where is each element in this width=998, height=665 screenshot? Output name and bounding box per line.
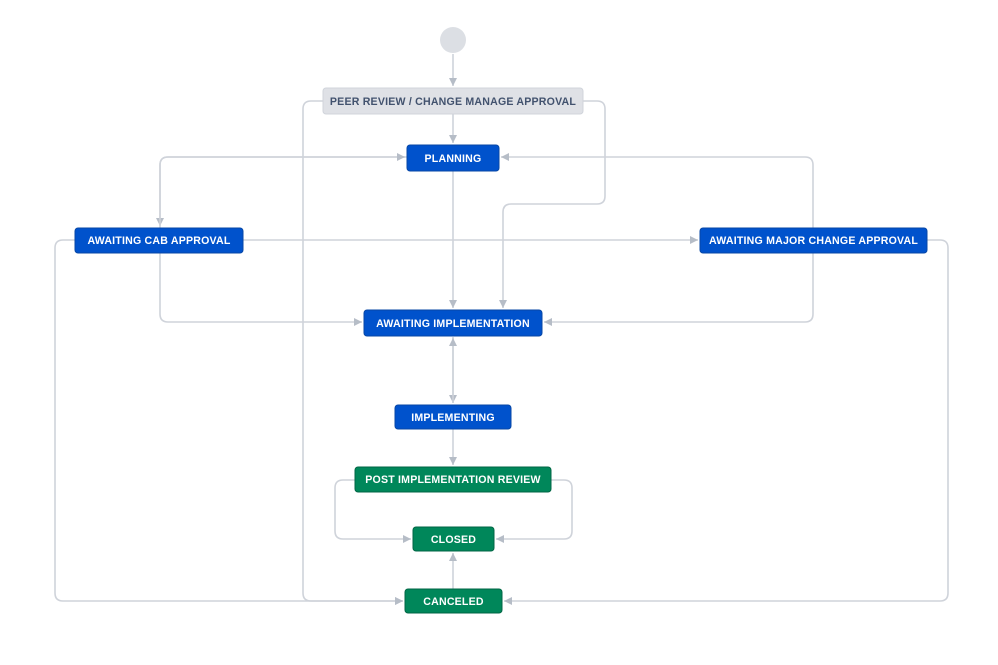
node-peer-review-box[interactable] — [322, 87, 584, 115]
edge-awaiting-major-change-approval-to-canceled — [504, 239, 949, 605]
node-awaiting-cab-approval-label: AWAITING CAB APPROVAL — [87, 235, 230, 247]
edge-peer-review-to-canceled — [302, 100, 403, 605]
node-canceled-label: CANCELED — [423, 596, 484, 608]
node-post-implementation-review[interactable]: POST IMPLEMENTATION REVIEW — [354, 466, 552, 493]
node-implementing-label: IMPLEMENTING — [411, 412, 495, 424]
edges-layer — [54, 54, 949, 605]
node-peer-review-label: PEER REVIEW / CHANGE MANAGE APPROVAL — [330, 96, 576, 108]
node-awaiting-implementation-label: AWAITING IMPLEMENTATION — [376, 318, 530, 330]
node-implementing[interactable]: IMPLEMENTING — [394, 404, 512, 430]
node-post-implementation-review-label: POST IMPLEMENTATION REVIEW — [365, 474, 541, 486]
edge-awaiting-major-change-approval-to-awaiting-implementation — [544, 253, 814, 326]
node-closed-box[interactable] — [412, 526, 495, 552]
node-planning[interactable]: PLANNING — [406, 144, 500, 172]
edge-peer-review-to-awaiting-implementation — [499, 100, 606, 308]
edge-awaiting-cab-approval-to-planning — [159, 153, 405, 228]
node-awaiting-cab-approval[interactable]: AWAITING CAB APPROVAL — [74, 227, 244, 254]
edge-awaiting-major-change-approval-to-planning — [501, 153, 814, 228]
node-implementing-box[interactable] — [394, 404, 512, 430]
node-awaiting-major-change-approval-box[interactable] — [699, 227, 928, 254]
node-awaiting-implementation-box[interactable] — [363, 309, 543, 337]
node-closed-label: CLOSED — [431, 534, 476, 546]
start-node-circle[interactable] — [440, 27, 466, 53]
node-awaiting-implementation[interactable]: AWAITING IMPLEMENTATION — [363, 309, 543, 337]
edge-post-implementation-review-to-closed-right — [496, 479, 573, 543]
node-awaiting-major-change-approval-label: AWAITING MAJOR CHANGE APPROVAL — [709, 235, 918, 247]
edge-post-implementation-review-to-closed-left — [334, 479, 411, 543]
nodes-layer: PEER REVIEW / CHANGE MANAGE APPROVAL PLA… — [74, 27, 928, 614]
edge-awaiting-cab-approval-to-canceled — [54, 239, 403, 605]
edge-planning-to-awaiting-cab-approval — [156, 156, 407, 226]
node-canceled[interactable]: CANCELED — [404, 588, 503, 614]
node-planning-label: PLANNING — [425, 153, 482, 165]
node-awaiting-major-change-approval[interactable]: AWAITING MAJOR CHANGE APPROVAL — [699, 227, 928, 254]
node-planning-box[interactable] — [406, 144, 500, 172]
node-closed[interactable]: CLOSED — [412, 526, 495, 552]
node-peer-review[interactable]: PEER REVIEW / CHANGE MANAGE APPROVAL — [322, 87, 584, 115]
edge-awaiting-cab-approval-to-awaiting-implementation — [159, 253, 362, 326]
node-canceled-box[interactable] — [404, 588, 503, 614]
node-post-implementation-review-box[interactable] — [354, 466, 552, 493]
node-awaiting-cab-approval-box[interactable] — [74, 227, 244, 254]
